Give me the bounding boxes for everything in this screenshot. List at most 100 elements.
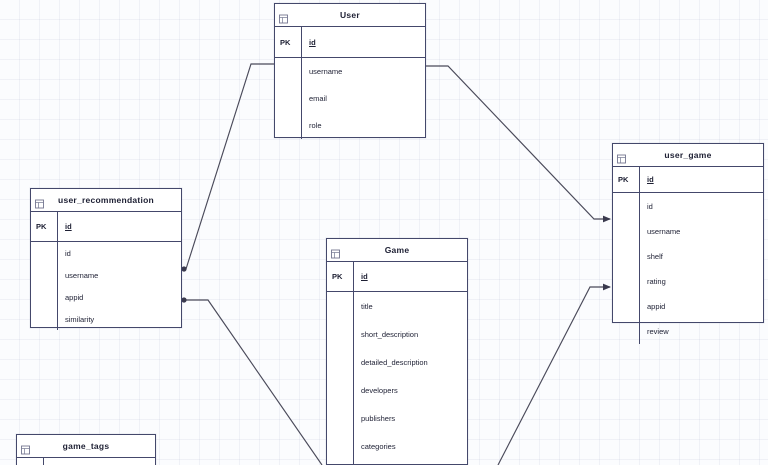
- entity-row-user-pk[interactable]: PK id: [275, 27, 425, 58]
- key-divider: [639, 269, 640, 294]
- key-divider: [57, 286, 58, 308]
- table-icon: [279, 11, 288, 24]
- entity-row-user-recommendation-appid[interactable]: appid: [31, 286, 181, 308]
- table-icon: [617, 151, 626, 164]
- key-divider: [639, 244, 640, 269]
- entity-row-game-pk[interactable]: PK id: [327, 262, 467, 292]
- entity-header-user: User: [275, 4, 425, 27]
- key-cell-empty: [275, 112, 301, 139]
- field-user-game-username: username: [647, 227, 681, 236]
- key-cell-empty: [275, 58, 301, 85]
- key-divider: [639, 219, 640, 244]
- key-divider: [57, 264, 58, 286]
- entity-row-user-game-appid[interactable]: appid: [613, 294, 763, 319]
- key-cell-empty: [327, 292, 353, 320]
- entity-game[interactable]: Game PK id title short_description detai…: [326, 238, 468, 465]
- key-cell-empty: [327, 432, 353, 460]
- field-user-game-id: id: [647, 201, 653, 211]
- key-divider: [57, 308, 58, 330]
- entity-row-user-email[interactable]: email: [275, 85, 425, 112]
- key-divider: [353, 348, 354, 376]
- entity-row-user-role[interactable]: role: [275, 112, 425, 139]
- key-divider: [301, 58, 302, 85]
- entity-row-game-categories[interactable]: categories: [327, 432, 467, 460]
- table-icon: [35, 196, 44, 209]
- edge-user-to-user-game: [426, 65, 610, 220]
- field-user-recommendation-id: id: [65, 248, 71, 258]
- key-divider: [639, 294, 640, 319]
- field-game-detailed-description: detailed_description: [361, 357, 428, 367]
- entity-row-user-game-id[interactable]: id: [613, 193, 763, 219]
- entity-row-user-recommendation-id[interactable]: id: [31, 242, 181, 264]
- key-cell-empty: [613, 244, 639, 269]
- entity-row-game-tags-partial[interactable]: [17, 458, 155, 465]
- key-cell-empty: [31, 308, 57, 330]
- entity-row-game-developers[interactable]: developers: [327, 376, 467, 404]
- key-divider: [353, 262, 354, 291]
- entity-user-game[interactable]: user_game PK id id username shelf rating: [612, 143, 764, 344]
- edge-user-recommendation-to-game: [186, 299, 323, 465]
- field-game-short-description: short_description: [361, 329, 419, 339]
- field-user-email: email: [309, 94, 327, 103]
- entity-row-user-game-username[interactable]: username: [613, 219, 763, 244]
- entity-row-user-game-review[interactable]: review: [613, 319, 763, 344]
- entity-title-user-recommendation: user_recommendation: [58, 195, 154, 205]
- entity-row-game-short-description[interactable]: short_description: [327, 320, 467, 348]
- field-user-game-review: review: [647, 327, 669, 336]
- field-user-recommendation-username: username: [65, 270, 99, 280]
- key-divider: [639, 193, 640, 219]
- entity-user-recommendation[interactable]: user_recommendation PK id id username ap…: [30, 188, 182, 330]
- entity-row-user-recommendation-similarity[interactable]: similarity: [31, 308, 181, 330]
- key-cell-empty: [613, 269, 639, 294]
- entity-user[interactable]: User PK id username email role: [274, 3, 426, 139]
- field-user-game-appid: appid: [647, 302, 666, 311]
- field-game-id-pk: id: [361, 272, 368, 281]
- entity-row-game-publishers[interactable]: publishers: [327, 404, 467, 432]
- field-user-recommendation-similarity: similarity: [65, 314, 95, 324]
- entity-row-user-game-pk[interactable]: PK id: [613, 167, 763, 193]
- key-divider: [639, 167, 640, 192]
- entity-title-game-tags: game_tags: [62, 441, 110, 451]
- entity-row-user-game-rating[interactable]: rating: [613, 269, 763, 294]
- field-user-recommendation-appid: appid: [65, 292, 84, 302]
- edge-marker-arrow-user-game-top: [603, 215, 611, 223]
- entity-row-game-title[interactable]: title: [327, 292, 467, 320]
- entity-row-game-detailed-description[interactable]: detailed_description: [327, 348, 467, 376]
- key-divider: [353, 320, 354, 348]
- key-label-user-pk: PK: [280, 37, 291, 47]
- entity-row-user-username[interactable]: username: [275, 58, 425, 85]
- key-cell-empty: [327, 376, 353, 404]
- key-divider: [353, 432, 354, 460]
- key-divider: [301, 27, 302, 57]
- entity-row-user-game-shelf[interactable]: shelf: [613, 244, 763, 269]
- key-cell-empty: [17, 458, 43, 465]
- entity-row-user-recommendation-pk[interactable]: PK id: [31, 212, 181, 242]
- key-divider: [57, 212, 58, 241]
- key-cell-empty: [327, 404, 353, 432]
- key-label-user-game-pk: PK: [618, 175, 629, 184]
- entity-row-user-recommendation-username[interactable]: username: [31, 264, 181, 286]
- edge-user-to-user-recommendation: [185, 63, 274, 270]
- table-icon: [331, 246, 340, 259]
- entity-game-tags[interactable]: game_tags: [16, 434, 156, 465]
- key-divider: [43, 458, 44, 465]
- key-divider: [353, 292, 354, 320]
- key-cell-empty: [327, 320, 353, 348]
- field-user-role: role: [309, 121, 322, 130]
- key-cell-empty: [31, 242, 57, 264]
- field-user-username: username: [309, 67, 343, 76]
- key-divider: [301, 85, 302, 112]
- key-cell-empty: [613, 319, 639, 344]
- field-game-developers: developers: [361, 385, 398, 395]
- key-cell-empty: [613, 219, 639, 244]
- key-cell-empty: [613, 193, 639, 219]
- key-divider: [301, 112, 302, 139]
- key-cell-empty: [613, 294, 639, 319]
- field-game-title: title: [361, 301, 373, 311]
- field-game-categories: categories: [361, 441, 396, 451]
- entity-title-user-game: user_game: [664, 150, 712, 160]
- entity-title-game: Game: [384, 245, 410, 255]
- key-divider: [639, 319, 640, 344]
- field-user-id: id: [309, 37, 316, 47]
